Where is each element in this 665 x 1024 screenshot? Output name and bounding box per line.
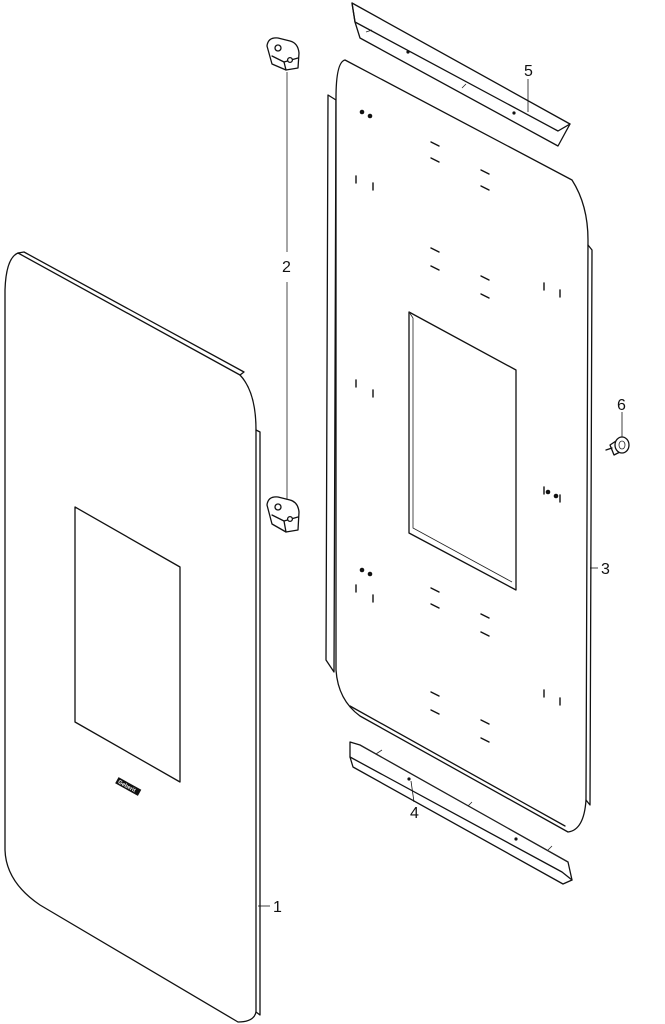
bottom-rail <box>349 741 573 885</box>
pin-part <box>605 436 630 456</box>
upper-hinge-bracket <box>266 37 300 71</box>
plate-cutout <box>408 311 517 591</box>
cover-window <box>74 506 181 783</box>
svg-text:4: 4 <box>410 805 419 822</box>
callout-2: 2 <box>282 259 291 276</box>
lower-hinge-bracket <box>266 496 300 533</box>
callout-6: 6 <box>617 397 626 437</box>
svg-text:5: 5 <box>524 63 533 80</box>
callout-4: 4 <box>410 780 419 822</box>
callout-5: 5 <box>524 63 533 112</box>
front-cover-plate: Geberit <box>4 251 261 1023</box>
callout-3: 3 <box>590 561 610 578</box>
callout-1: 1 <box>258 899 282 916</box>
svg-text:6: 6 <box>617 397 626 414</box>
svg-text:3: 3 <box>601 561 610 578</box>
svg-text:1: 1 <box>273 899 282 916</box>
top-rail <box>351 2 571 147</box>
svg-text:2: 2 <box>282 259 291 276</box>
plate-holes <box>355 109 561 743</box>
mounting-plate <box>325 59 593 833</box>
